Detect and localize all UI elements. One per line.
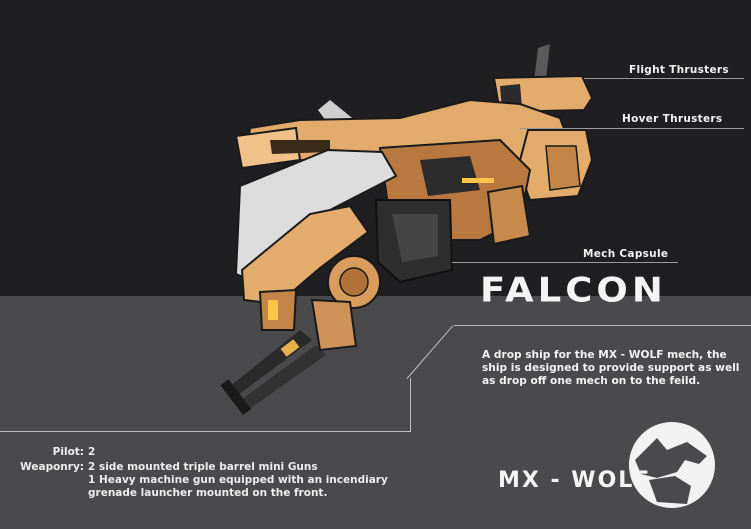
wolf-head-logo-icon <box>628 422 715 508</box>
weaponry-line-1: 2 side mounted triple barrel mini Guns <box>88 461 318 473</box>
flight-thrusters-leader-line <box>584 78 744 79</box>
hover-thrusters <box>516 129 594 202</box>
hover-thrusters-leader-line <box>520 128 744 129</box>
flight-thrusters-label: Flight Thrusters <box>629 64 729 76</box>
mech-capsule-label: Mech Capsule <box>583 248 669 260</box>
mech-capsule <box>374 184 532 284</box>
hover-thrusters-label: Hover Thrusters <box>622 113 723 125</box>
lower-panel-background <box>0 296 751 529</box>
description-text: A drop ship for the MX - WOLF mech, the … <box>482 349 740 387</box>
weaponry-line-2: 1 Heavy machine gun equipped with an inc… <box>88 474 388 486</box>
weaponry-line-3: grenade launcher mounted on the front. <box>88 487 328 499</box>
specs-block: Pilot: 2 Weaponry: 2 side mounted triple… <box>0 446 420 506</box>
brand-wordmark: MX - WOLF <box>498 468 652 493</box>
weaponry-label: Weaponry: <box>20 461 84 473</box>
mech-capsule-leader-line <box>452 262 678 263</box>
pilot-label: Pilot: <box>52 446 84 458</box>
description-frame-left <box>410 378 411 432</box>
pilot-value: 2 <box>88 446 96 458</box>
description-frame-top <box>454 325 751 326</box>
page-title: FALCON <box>480 270 667 310</box>
description-frame-bottom <box>0 431 411 432</box>
gun-barrels <box>220 330 326 415</box>
